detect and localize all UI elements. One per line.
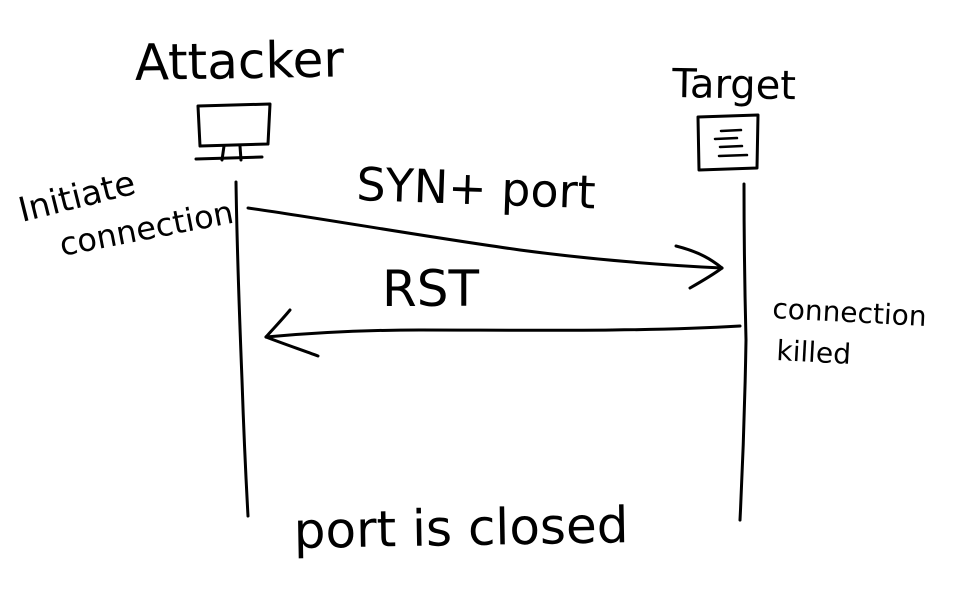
connection-killed-label-line1: connection <box>772 292 928 333</box>
computer-monitor-icon <box>194 102 272 162</box>
server-document-icon <box>696 113 760 172</box>
syn-message-label: SYN+ port <box>356 157 597 219</box>
attacker-label: Attacker <box>134 30 345 92</box>
result-label: port is closed <box>293 496 629 560</box>
syn-arrow <box>246 206 724 290</box>
rst-message-label: RST <box>382 260 479 318</box>
attacker-lifeline <box>234 180 250 518</box>
rst-arrow <box>264 308 742 358</box>
target-label: Target <box>671 61 797 109</box>
target-lifeline <box>738 182 748 522</box>
connection-killed-label-line2: killed <box>776 334 852 371</box>
